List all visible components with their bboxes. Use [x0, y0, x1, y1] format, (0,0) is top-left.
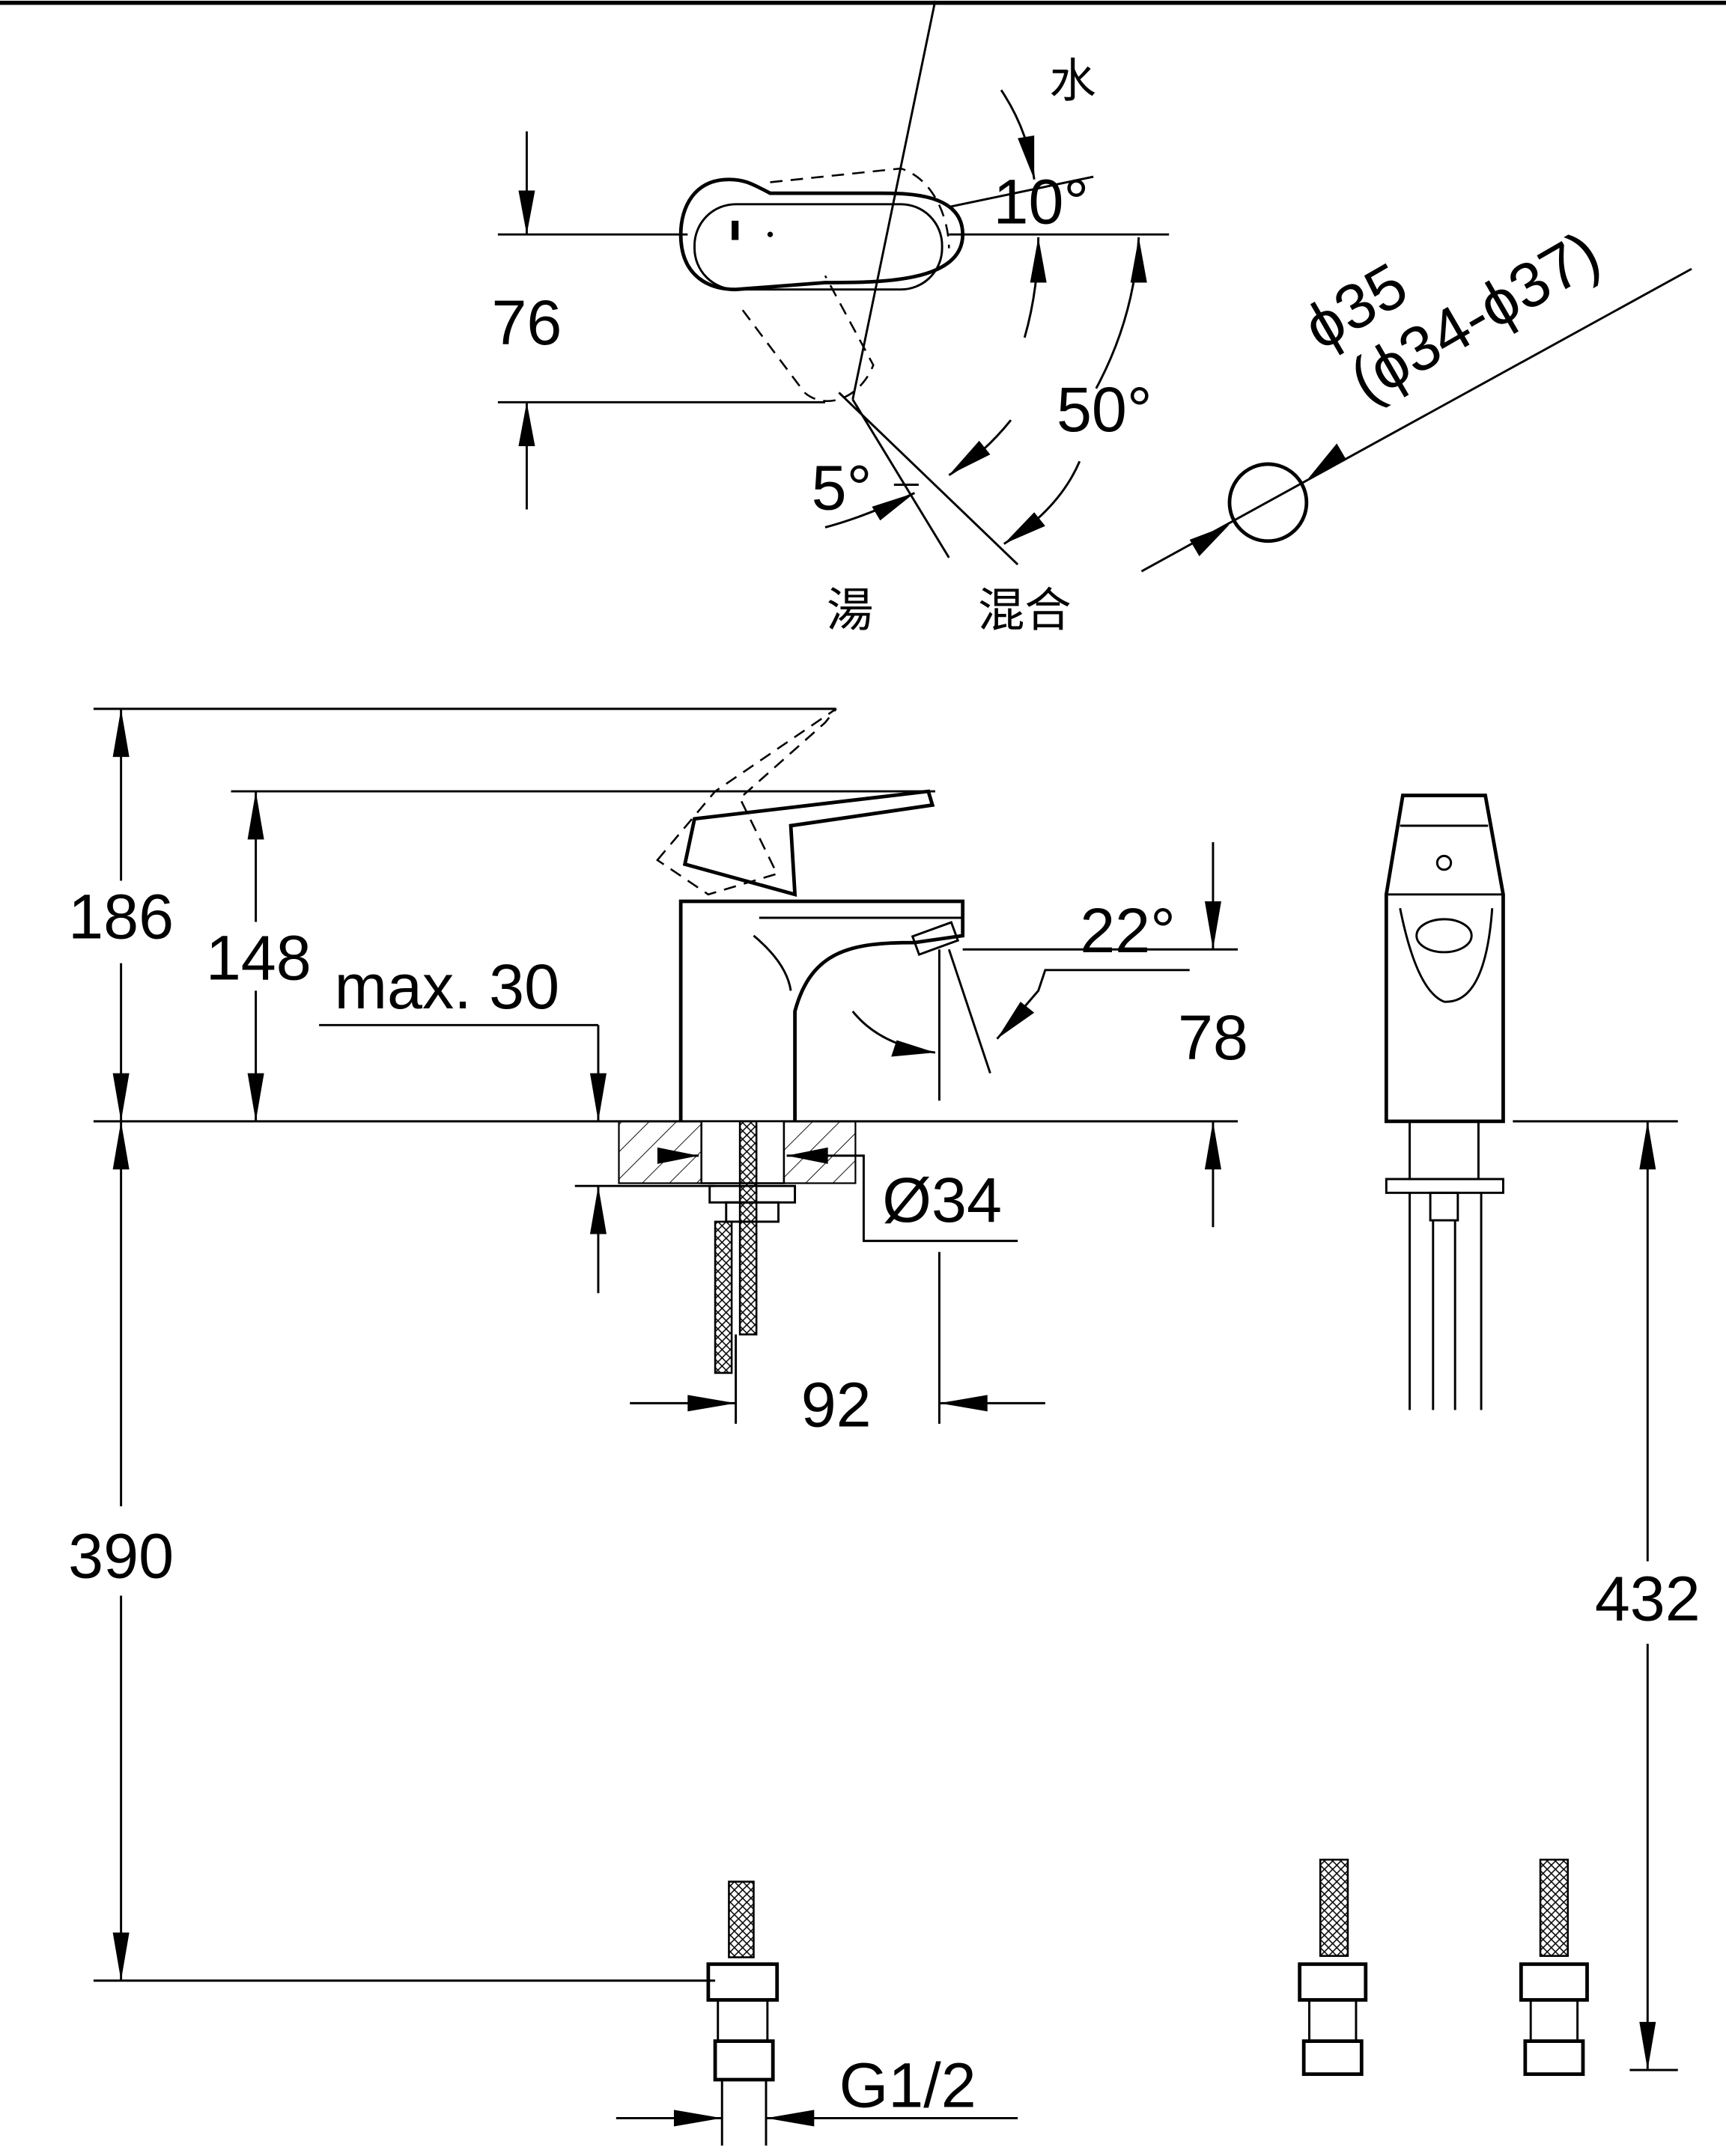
- front-hose-length-label: 432: [1595, 1564, 1701, 1634]
- angle-hot-label: 5°: [812, 453, 872, 523]
- height-total-label: 186: [68, 882, 174, 952]
- mounting-hole: [1227, 462, 1309, 543]
- side-view: 186 148 max. 30 22° 78: [68, 707, 1248, 2146]
- spout-angle-label: 22°: [1080, 895, 1176, 966]
- handle-outline: [678, 177, 965, 292]
- top-view: 76 水 10° 50° 5° 湯 混合: [491, 0, 1692, 638]
- top-border: [0, 0, 1726, 5]
- spout-height-label: 78: [1178, 1002, 1248, 1073]
- faucet-body: [678, 899, 965, 1121]
- base-diameter-label: Ø34: [882, 1165, 1002, 1235]
- thread-label: G1/2: [839, 2050, 976, 2121]
- height-spout-label: 148: [206, 923, 312, 993]
- angle-cold-label: 10°: [993, 167, 1089, 237]
- depth-label: 76: [491, 287, 562, 358]
- mix-label: 混合: [978, 583, 1072, 638]
- hose-length-label: 390: [68, 1521, 174, 1592]
- deck-thickness-label: max. 30: [335, 951, 559, 1022]
- connector-right: [1519, 1858, 1589, 2077]
- hot-label: 湯: [827, 583, 873, 638]
- lever: [682, 789, 935, 897]
- angle-mix-label: 50°: [1057, 374, 1152, 445]
- cold-label: 水: [1049, 54, 1096, 109]
- connector-left: [1298, 1858, 1368, 2077]
- reach-label: 92: [801, 1370, 872, 1440]
- front-view: 432: [1298, 794, 1701, 2077]
